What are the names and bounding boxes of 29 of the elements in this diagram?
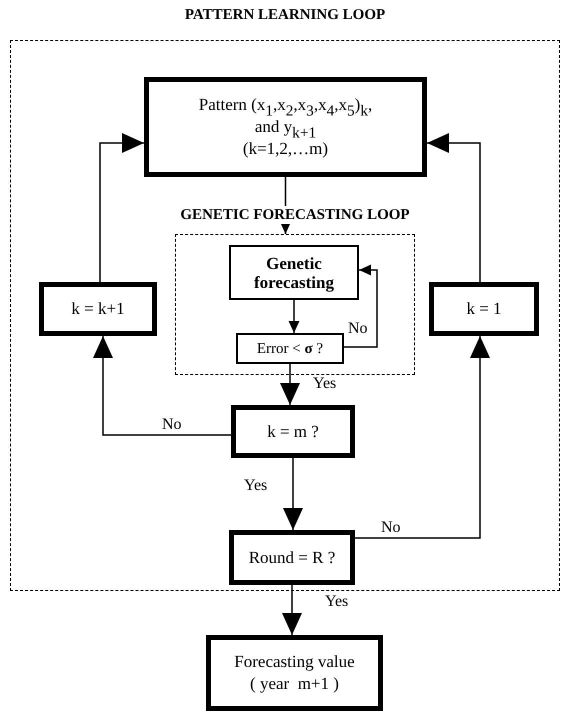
box-text: k = m ? — [267, 420, 319, 442]
process-box — [39, 282, 157, 336]
box-text: Genetic forecasting — [253, 254, 335, 292]
arrow — [282, 585, 302, 635]
arrow — [355, 336, 490, 539]
loop-title: GENETIC FORECASTING LOOP — [180, 206, 410, 224]
arrow — [283, 458, 303, 530]
box-text: (k=1,2,…m) — [242, 138, 328, 160]
process-box — [229, 530, 355, 585]
box-text: k = 1 — [466, 298, 502, 320]
box-text: and y$_{k+1}$ — [254, 116, 316, 138]
process-box — [429, 282, 539, 336]
box-text: ( year m+1 ) — [250, 673, 339, 695]
arrow — [93, 336, 231, 436]
box-text: Error < σ ? — [256, 340, 324, 358]
box-text: Forecasting value — [234, 651, 355, 673]
arrow — [288, 300, 300, 333]
process-box — [231, 405, 355, 458]
process-box — [236, 333, 344, 364]
process-box — [144, 77, 427, 177]
arrow — [344, 264, 378, 348]
box-text: k = k+1 — [71, 298, 125, 320]
process-box — [229, 245, 359, 300]
arrow — [280, 364, 300, 405]
box-text: Pattern (x$_{1}$,x$_{2}$,x$_{3}$,x$_{4}$,x$_{5}$)$_{k}$, — [198, 94, 372, 116]
arrow — [99, 133, 144, 282]
arrow — [427, 133, 481, 282]
box-text: Round = R ? — [248, 546, 336, 568]
process-box — [206, 635, 383, 711]
